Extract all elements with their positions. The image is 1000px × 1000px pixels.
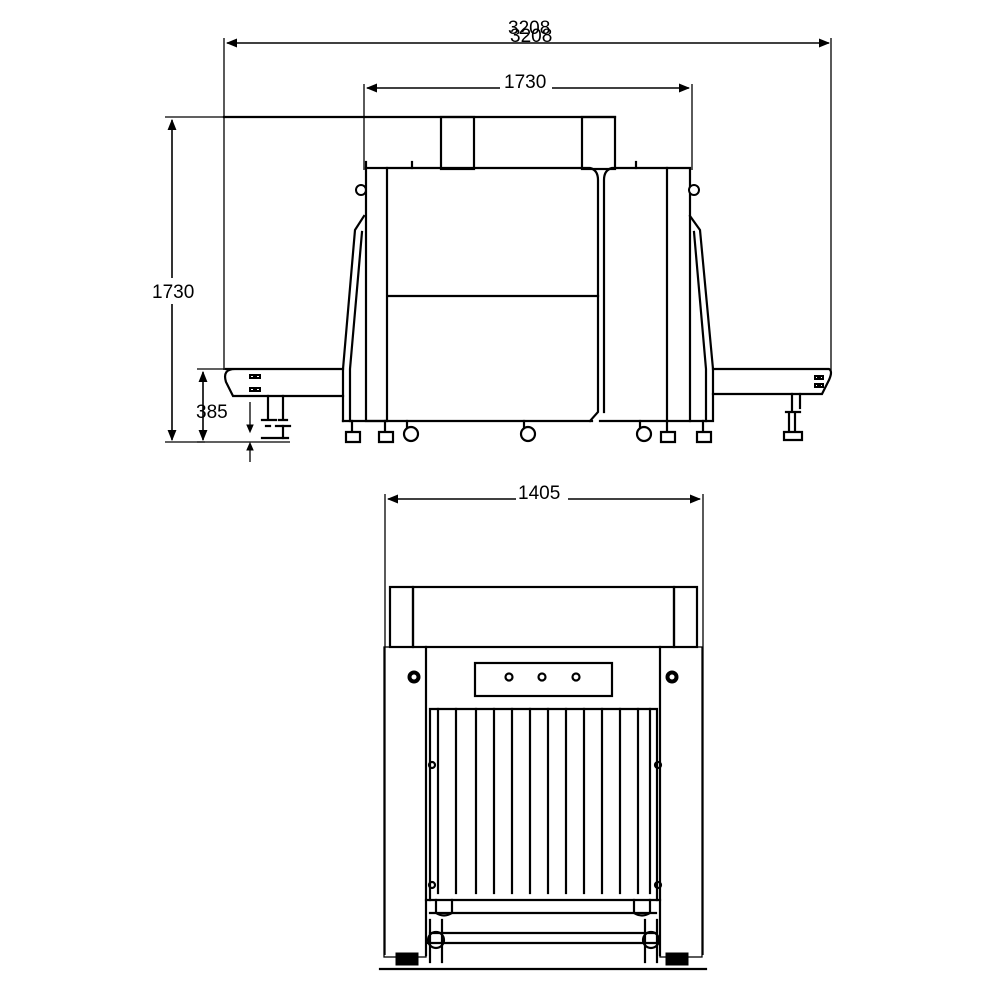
right-conveyor <box>711 367 833 442</box>
tunnel-length-label: 1730 <box>504 72 546 93</box>
front-view: 1405 <box>378 482 708 971</box>
tunnel-length-dimension: 1730 <box>363 72 693 170</box>
right-side-body <box>688 214 715 423</box>
width-label: 1405 <box>518 483 560 504</box>
panel-button-1 <box>504 672 514 682</box>
overall-length-label: 3208 <box>510 26 552 47</box>
front-foot-left <box>395 952 419 966</box>
front-foot-right <box>665 952 689 966</box>
front-frame <box>383 645 703 958</box>
control-panel <box>473 661 614 698</box>
conveyor-height-dimension: 385 <box>196 368 290 462</box>
front-top-housing <box>388 585 699 649</box>
front-base <box>378 898 708 971</box>
top-housing <box>222 115 617 171</box>
feet-and-casters <box>344 419 713 444</box>
panel-button-2 <box>537 672 547 682</box>
overall-length-dimension: 3208 3208 <box>223 18 832 370</box>
conveyor-height-label: 385 <box>196 402 228 423</box>
panel-button-3 <box>571 672 581 682</box>
left-conveyor <box>223 367 345 440</box>
width-dimension: 1405 <box>384 482 704 955</box>
height-label: 1730 <box>152 282 194 303</box>
overall-length-ghost-label: 3208 <box>508 18 550 39</box>
side-view: 3208 3208 1730 1730 385 <box>150 18 833 462</box>
tunnel-body <box>364 160 700 423</box>
height-dimension: 1730 <box>150 116 615 443</box>
tunnel-curtain <box>428 707 659 902</box>
left-side-body <box>341 184 594 423</box>
